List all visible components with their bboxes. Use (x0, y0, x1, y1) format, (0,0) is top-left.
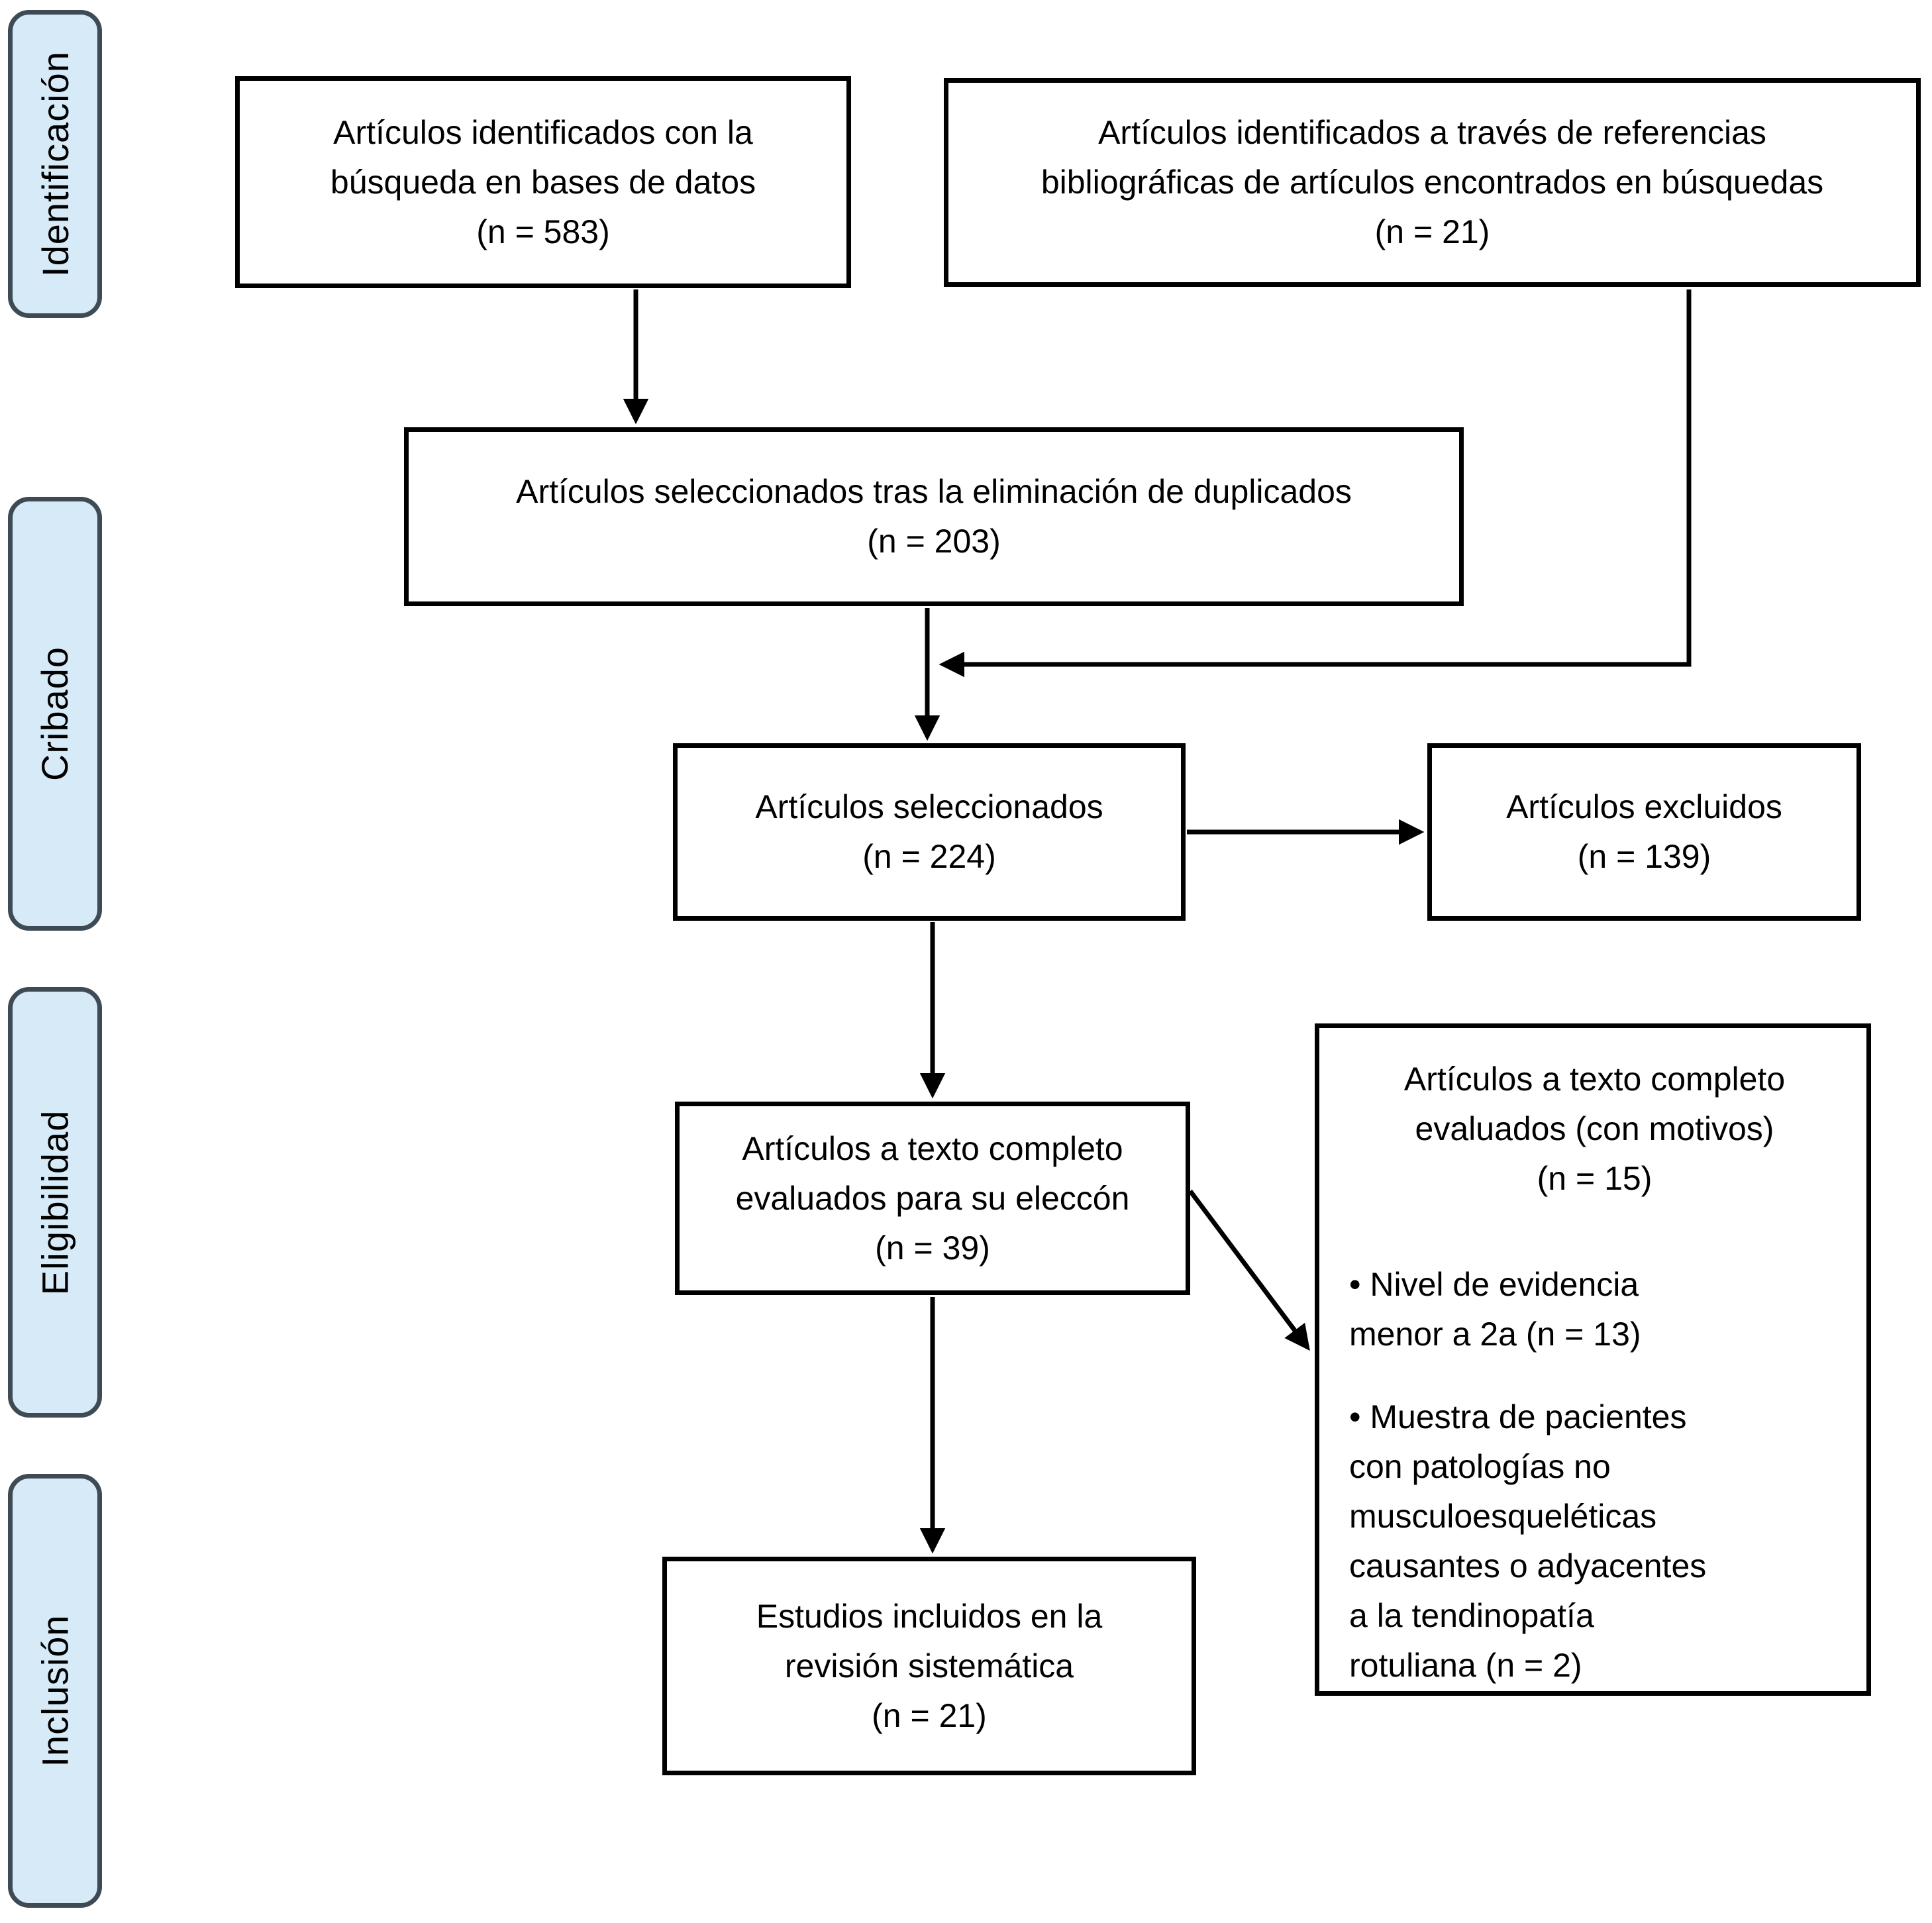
box-heading: Artículos a texto completo evaluados (co… (1403, 1061, 1786, 1197)
exclusion-reason-item: • Nivel de evidencia menor a 2a (n = 13) (1349, 1266, 1641, 1353)
box-identified-references: Artículos identificados a través de refe… (944, 78, 1921, 287)
exclusion-reason-item: • Muestra de pacientes con patologías no… (1349, 1398, 1707, 1684)
box-fulltext-excluded-reasons: Artículos a texto completo evaluados (co… (1315, 1023, 1871, 1696)
box-articles-screened: Artículos seleccionados (n = 224) (673, 743, 1186, 921)
box-fulltext-assessed: Artículos a texto completo evaluados par… (675, 1102, 1190, 1295)
stage-label: Eligibilidad (34, 1110, 76, 1295)
box-after-duplicates-removed: Artículos seleccionados tras la eliminac… (404, 427, 1464, 606)
box-text: Artículos excluidos (n = 139) (1506, 788, 1782, 875)
box-text: Artículos seleccionados tras la eliminac… (516, 473, 1352, 560)
stage-eligibilidad: Eligibilidad (8, 987, 102, 1418)
box-studies-included: Estudios incluidos en la revisión sistem… (662, 1557, 1196, 1775)
box-articles-excluded: Artículos excluidos (n = 139) (1427, 743, 1861, 921)
stage-cribado: Cribado (8, 497, 102, 931)
arrow-fulltext-to-reasons (1188, 1189, 1310, 1351)
box-identified-database: Artículos identificados con la búsqueda … (235, 76, 851, 288)
stage-identificacion: Identificación (8, 10, 102, 318)
stage-label: Cribado (34, 646, 76, 782)
stage-label: Identificación (34, 51, 76, 277)
box-text: Artículos identificados con la búsqueda … (330, 113, 756, 250)
stage-inclusion: Inclusión (8, 1474, 102, 1908)
box-text: Artículos a texto completo evaluados par… (735, 1129, 1130, 1267)
box-text: Artículos seleccionados (n = 224) (755, 788, 1103, 875)
box-text: Artículos identificados a través de refe… (1041, 114, 1824, 250)
stage-label: Inclusión (34, 1614, 76, 1767)
box-text: Estudios incluidos en la revisión sistem… (756, 1597, 1103, 1734)
